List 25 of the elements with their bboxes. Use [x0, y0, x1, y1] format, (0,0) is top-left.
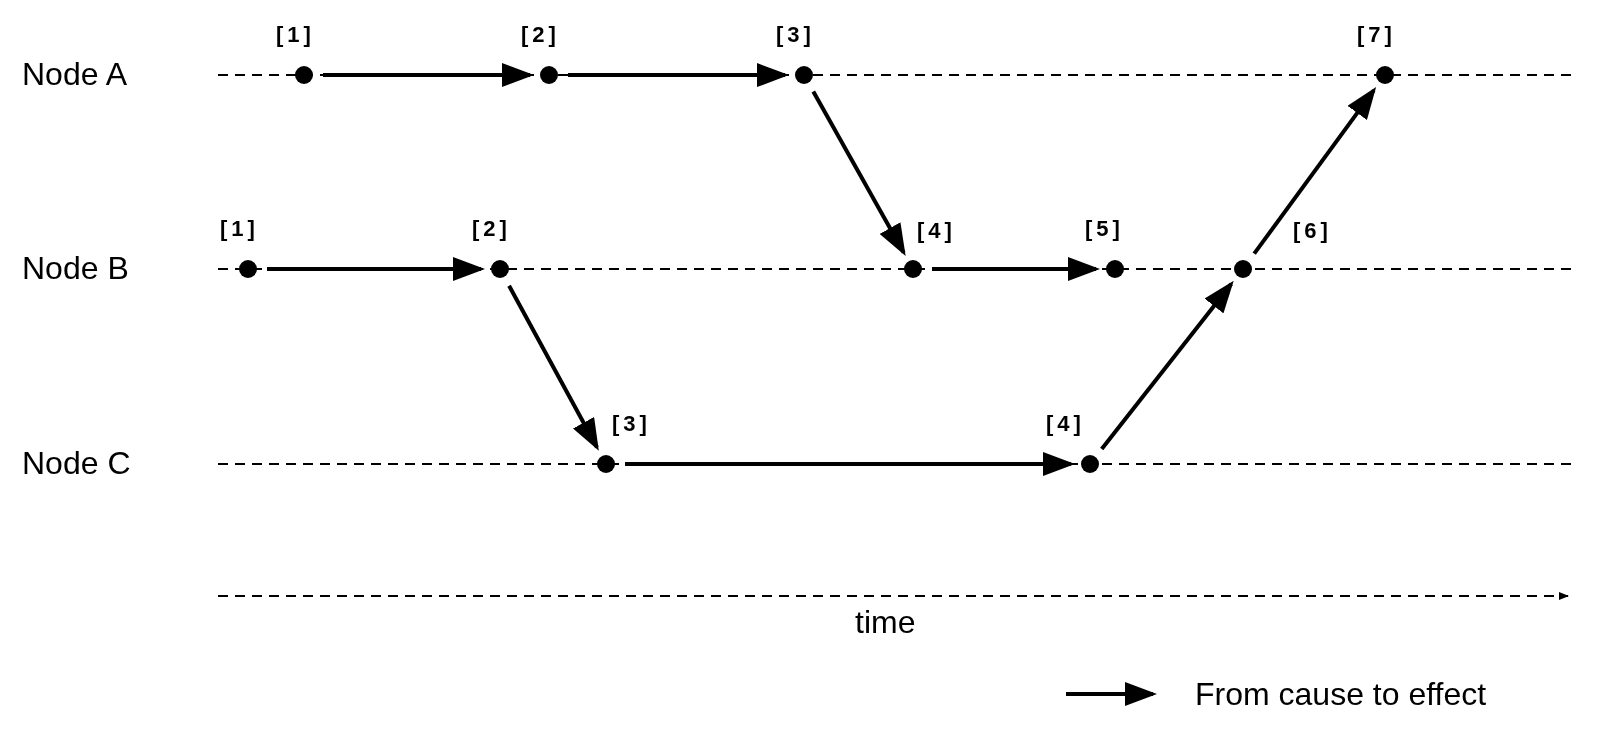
event-label: [2] [472, 217, 511, 241]
arrow [625, 452, 1075, 476]
event-label: [4] [1046, 412, 1085, 436]
arrow [1252, 87, 1377, 255]
event-label: [2] [521, 23, 560, 47]
event-label: [4] [917, 219, 956, 243]
event-label: [1] [276, 23, 315, 47]
arrow [1100, 280, 1234, 451]
arrow [507, 284, 599, 451]
lane-label: Node B [22, 250, 129, 286]
arrow [323, 63, 534, 87]
axis-label: time [855, 604, 916, 640]
event-label: [6] [1293, 219, 1332, 243]
lane-label: Node C [22, 445, 131, 481]
event-label: [7] [1357, 23, 1396, 47]
event-label: [3] [776, 23, 815, 47]
event-label: [1] [220, 217, 259, 241]
arrow [811, 90, 906, 256]
event-label: [3] [612, 412, 651, 436]
event-label: [5] [1085, 217, 1124, 241]
arrow [568, 63, 789, 87]
arrow [267, 257, 485, 281]
arrow [932, 257, 1100, 281]
lane-label: Node A [22, 56, 127, 92]
legend-label: From cause to effect [1195, 676, 1487, 712]
